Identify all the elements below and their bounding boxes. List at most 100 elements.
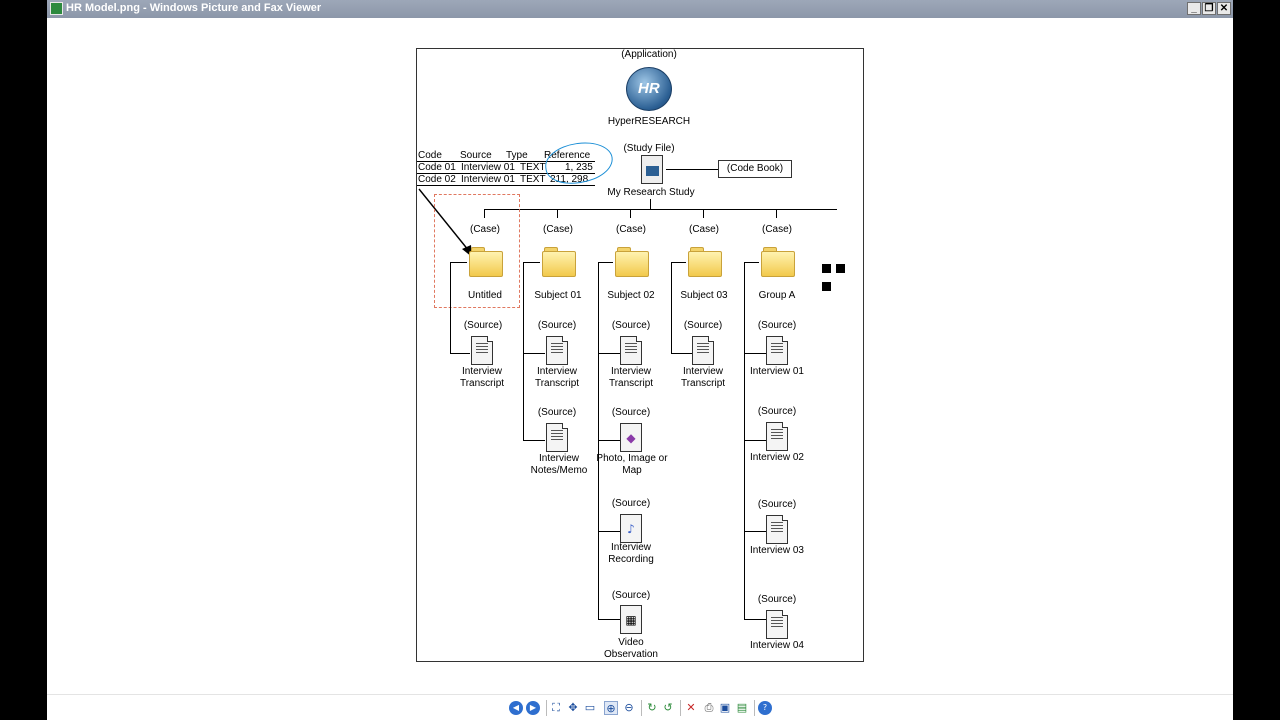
table-row: Code 02 Interview 01 TEXT 211, 298 (417, 174, 595, 186)
source-label: (Source) (757, 406, 797, 417)
rotate-counterclockwise-button[interactable]: ↺ (663, 701, 673, 714)
previous-image-button[interactable]: ◀ (509, 701, 523, 715)
table-header-row: Code Source Type Reference (417, 150, 595, 162)
cell-code: Code 02 (418, 174, 456, 185)
source-name[interactable]: Interview Transcript (459, 366, 505, 389)
source-label: (Source) (611, 498, 651, 509)
close-button[interactable]: ✕ (1217, 2, 1231, 15)
code-book-box: (Code Book) (718, 160, 792, 178)
source-name[interactable]: Video Observation (604, 637, 658, 660)
folder-icon[interactable] (469, 247, 503, 277)
source-name[interactable]: Interview 02 (750, 452, 804, 463)
header-source: Source (460, 150, 492, 161)
folder-icon[interactable] (542, 247, 576, 277)
folder-icon[interactable] (615, 247, 649, 277)
selection-dashed-box (434, 194, 520, 308)
hr-model-image: (Application) HR HyperRESEARCH (Study Fi… (416, 48, 864, 662)
app-icon (50, 2, 63, 15)
copy-to-button[interactable]: ▣ (719, 701, 731, 714)
delete-button[interactable]: ✕ (686, 701, 696, 714)
source-name[interactable]: Interview Transcript (680, 366, 726, 389)
help-button[interactable]: ? (758, 701, 772, 715)
folder-icon[interactable] (761, 247, 795, 277)
application-label: (Application) (621, 49, 677, 60)
document-icon[interactable] (546, 336, 568, 365)
zoom-in-button[interactable]: ⊕ (604, 701, 618, 715)
case-label: (Case) (615, 224, 646, 235)
study-file-label: (Study File) (623, 143, 675, 154)
document-icon[interactable] (546, 423, 568, 452)
source-label: (Source) (611, 407, 651, 418)
cell-source: Interview 01 (461, 162, 515, 173)
zoom-out-button[interactable]: ⊖ (624, 701, 634, 714)
app-name: HyperRESEARCH (607, 116, 691, 127)
source-label: (Source) (757, 320, 797, 331)
cell-reference: 211, 298 (550, 174, 589, 185)
source-label: (Source) (683, 320, 723, 331)
source-name[interactable]: Interview Transcript (608, 366, 654, 389)
actual-size-button[interactable]: ✥ (568, 701, 578, 714)
open-for-editing-button[interactable]: ▤ (736, 701, 748, 714)
source-label: (Source) (611, 590, 651, 601)
source-label: (Source) (463, 320, 503, 331)
restore-button[interactable]: ❐ (1202, 2, 1216, 15)
document-icon[interactable] (620, 336, 642, 365)
case-label: (Case) (761, 224, 792, 235)
cell-code: Code 01 (418, 162, 456, 173)
case-label: (Case) (469, 224, 500, 235)
image-canvas: (Application) HR HyperRESEARCH (Study Fi… (47, 18, 1233, 694)
source-name[interactable]: Interview 04 (750, 640, 804, 651)
source-name[interactable]: Photo, Image or Map (596, 453, 668, 476)
source-name[interactable]: Interview Recording (608, 542, 654, 565)
document-icon[interactable] (766, 422, 788, 451)
minimize-button[interactable]: _ (1187, 2, 1201, 15)
title-bar[interactable]: HR Model.png - Windows Picture and Fax V… (47, 0, 1233, 18)
document-icon[interactable] (766, 610, 788, 639)
highlight-circle (542, 138, 616, 188)
source-label: (Source) (757, 594, 797, 605)
rotate-clockwise-button[interactable]: ↻ (647, 701, 657, 714)
header-reference: Reference (544, 150, 591, 161)
case-name[interactable]: Untitled (468, 290, 502, 301)
hyperresearch-logo-icon: HR (626, 67, 672, 111)
source-name[interactable]: Interview 03 (750, 545, 804, 556)
audio-icon[interactable]: ♪ (620, 514, 642, 543)
cell-type: TEXT (520, 174, 546, 185)
cell-reference: 1, 235 (565, 162, 593, 173)
folder-icon[interactable] (688, 247, 722, 277)
picture-viewer-window: HR Model.png - Windows Picture and Fax V… (47, 0, 1233, 720)
study-file-icon (641, 155, 663, 184)
more-cases-ellipsis (822, 260, 863, 296)
source-name[interactable]: Interview Notes/Memo (530, 453, 588, 476)
case-name[interactable]: Subject 03 (680, 290, 728, 301)
cell-type: TEXT (520, 162, 546, 173)
document-icon[interactable] (766, 515, 788, 544)
window-title: HR Model.png - Windows Picture and Fax V… (66, 2, 322, 14)
source-name[interactable]: Interview 01 (750, 366, 804, 377)
source-name[interactable]: Interview Transcript (534, 366, 580, 389)
print-button[interactable]: ⎙ (704, 701, 714, 714)
document-icon[interactable] (766, 336, 788, 365)
document-icon[interactable] (471, 336, 493, 365)
best-fit-button[interactable]: ⛶ (552, 701, 560, 714)
source-label: (Source) (611, 320, 651, 331)
case-label: (Case) (688, 224, 719, 235)
table-row: Code 01 Interview 01 TEXT 1, 235 (417, 162, 595, 174)
header-type: Type (506, 150, 528, 161)
slideshow-button[interactable]: ▭ (584, 701, 596, 714)
video-icon[interactable]: ▦ (620, 605, 642, 634)
code-table: Code Source Type Reference Code 01 Inter… (417, 150, 595, 186)
study-name: My Research Study (607, 187, 695, 198)
source-label: (Source) (537, 407, 577, 418)
header-code: Code (418, 150, 442, 161)
case-name[interactable]: Group A (758, 290, 796, 301)
source-label: (Source) (757, 499, 797, 510)
cell-source: Interview 01 (461, 174, 515, 185)
case-name[interactable]: Subject 02 (607, 290, 655, 301)
next-image-button[interactable]: ▶ (526, 701, 540, 715)
case-name[interactable]: Subject 01 (534, 290, 582, 301)
viewer-toolbar: ◀ ▶ ⛶ ✥ ▭ ⊕ ⊖ ↻ ↺ ✕ ⎙ ▣ ▤ ? (47, 694, 1233, 720)
case-label: (Case) (542, 224, 573, 235)
photo-icon[interactable]: ◆ (620, 423, 642, 452)
document-icon[interactable] (692, 336, 714, 365)
